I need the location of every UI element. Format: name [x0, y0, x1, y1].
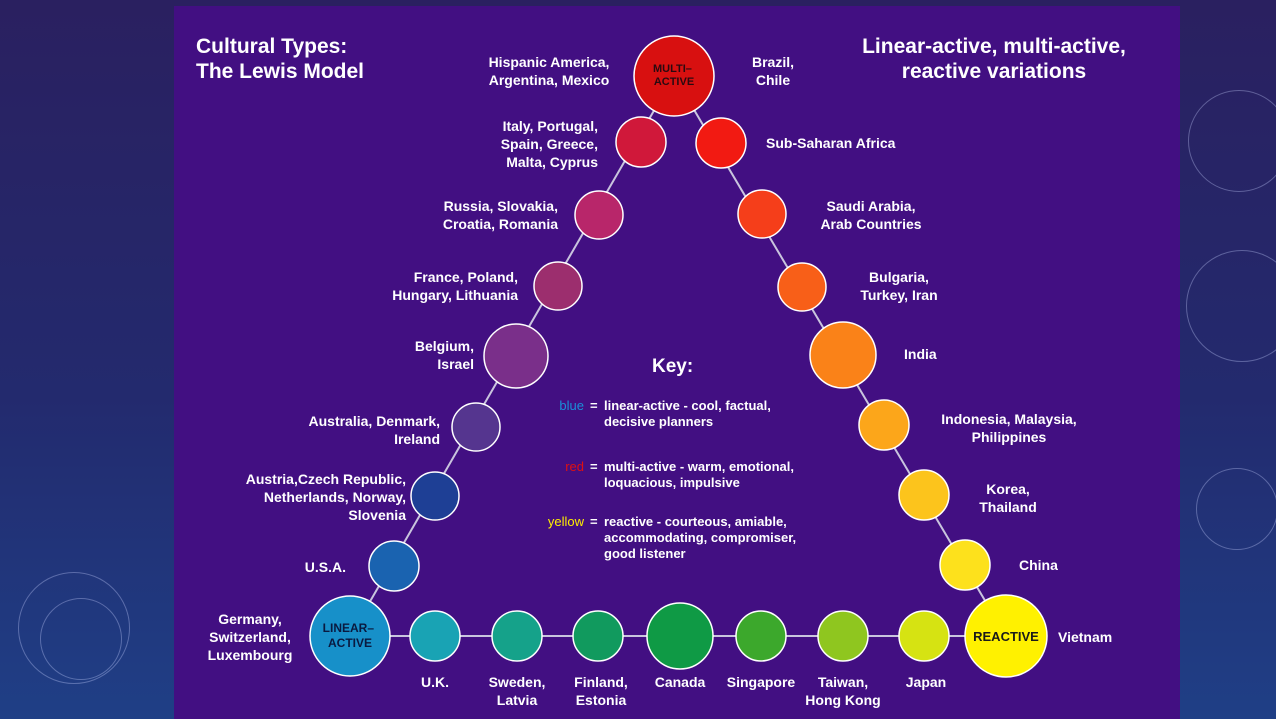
- circle-multi-active-vertex: [633, 35, 715, 117]
- vertex-linear-line1: LINEAR–: [323, 621, 375, 635]
- key-red-entry: red = multi-active - warm, emotional, loqu…: [544, 459, 864, 491]
- label-china: China: [1019, 557, 1058, 573]
- circle-china: [939, 539, 991, 591]
- decorative-ring-left-inner: [40, 598, 122, 680]
- circle-indonesia: [858, 399, 910, 451]
- circle-belgium: [483, 323, 549, 389]
- decorative-ring-right-mid: [1186, 250, 1276, 362]
- decorative-ring-left: [18, 572, 130, 684]
- key-blue-equals: =: [590, 398, 598, 413]
- circle-italy: [615, 116, 667, 168]
- key-red-desc: multi-active - warm, emotional, loquacio…: [604, 459, 794, 490]
- key-blue-entry: blue = linear-active - cool, factual, deci…: [544, 398, 864, 430]
- circle-finland: [572, 610, 624, 662]
- circle-reactive-vertex: [964, 594, 1048, 678]
- key-red-equals: =: [590, 459, 598, 474]
- key-blue-desc: linear-active - cool, factual, decisive …: [604, 398, 771, 429]
- circle-sub-saharan: [695, 117, 747, 169]
- label-singapore: Singapore: [726, 674, 796, 690]
- lewis-triangle-diagram: MULTI– ACTIVE LINEAR– ACTIVE REACTIVE: [309, 35, 1048, 678]
- label-japan: Japan: [905, 674, 947, 690]
- key-yellow-equals: =: [590, 514, 598, 529]
- vertex-label-linear-active: LINEAR– ACTIVE: [323, 621, 378, 650]
- vertex-labels: MULTI– ACTIVE LINEAR– ACTIVE REACTIVE: [323, 63, 1040, 650]
- circle-japan: [898, 610, 950, 662]
- circle-usa: [368, 540, 420, 592]
- circle-france: [533, 261, 583, 311]
- circle-canada: [646, 602, 714, 670]
- key-blue-word: blue: [559, 398, 584, 413]
- vertex-multi-line1: MULTI–: [653, 63, 692, 75]
- label-hispanic-america: Hispanic America, Argentina, Mexico: [488, 54, 610, 88]
- circle-austria: [410, 471, 460, 521]
- label-usa: U.S.A.: [304, 559, 346, 575]
- slide: MULTI– ACTIVE LINEAR– ACTIVE REACTIVE Cu…: [174, 6, 1180, 719]
- label-brazil: Brazil, Chile: [751, 54, 794, 88]
- key-red-word: red: [565, 459, 584, 474]
- label-uk: U.K.: [421, 674, 449, 690]
- label-russia: Russia, Slovakia, Croatia, Romania: [442, 198, 558, 232]
- label-sweden: Sweden, Latvia: [488, 674, 546, 708]
- vertex-label-reactive: REACTIVE: [973, 629, 1039, 644]
- decorative-ring-right: [1188, 90, 1276, 192]
- circle-bulgaria: [777, 262, 827, 312]
- label-italy: Italy, Portugal, Spain, Greece, Malta, C…: [500, 118, 598, 170]
- circle-india: [809, 321, 877, 389]
- label-austria: Austria,Czech Republic, Netherlands, Nor…: [245, 471, 406, 523]
- label-belgium: Belgium, Israel: [414, 338, 474, 372]
- label-taiwan: Taiwan, Hong Kong: [805, 674, 881, 708]
- label-korea: Korea, Thailand: [979, 481, 1037, 515]
- slide-title: Cultural Types: The Lewis Model: [196, 35, 365, 83]
- label-germany: Germany, Switzerland, Luxembourg: [207, 611, 293, 663]
- circle-korea: [898, 469, 950, 521]
- key-title: Key:: [652, 356, 694, 377]
- label-indonesia: Indonesia, Malaysia, Philippines: [941, 411, 1077, 445]
- vertex-label-multi-active: MULTI– ACTIVE: [653, 63, 695, 88]
- circle-saudi: [737, 189, 787, 239]
- circle-sweden: [491, 610, 543, 662]
- circle-singapore: [735, 610, 787, 662]
- label-saudi-arabia: Saudi Arabia, Arab Countries: [820, 198, 922, 232]
- circle-linear-active-vertex: [309, 595, 391, 677]
- decorative-ring-right-lower: [1196, 468, 1276, 550]
- circle-uk: [409, 610, 461, 662]
- key-yellow-desc: reactive - courteous, amiable, accommoda…: [604, 514, 797, 561]
- label-vietnam: Vietnam: [1058, 629, 1113, 645]
- vertex-multi-line2: ACTIVE: [654, 76, 694, 88]
- label-bulgaria: Bulgaria, Turkey, Iran: [860, 269, 938, 303]
- circle-russia: [574, 190, 624, 240]
- vertex-linear-line2: ACTIVE: [328, 636, 372, 650]
- label-france: France, Poland, Hungary, Lithuania: [392, 269, 518, 303]
- label-canada: Canada: [654, 674, 706, 690]
- label-india: India: [904, 346, 937, 362]
- label-australia: Australia, Denmark, Ireland: [308, 413, 441, 447]
- circle-taiwan: [817, 610, 869, 662]
- slide-subtitle: Linear-active, multi-active, reactive va…: [862, 35, 1126, 83]
- country-circles: [309, 35, 1048, 678]
- circle-australia: [451, 402, 501, 452]
- label-finland: Finland, Estonia: [574, 674, 628, 708]
- key-yellow-word: yellow: [547, 514, 584, 529]
- key-yellow-entry: yellow = reactive - courteous, amiable, ac…: [544, 514, 864, 562]
- label-sub-saharan-africa: Sub-Saharan Africa: [766, 135, 896, 151]
